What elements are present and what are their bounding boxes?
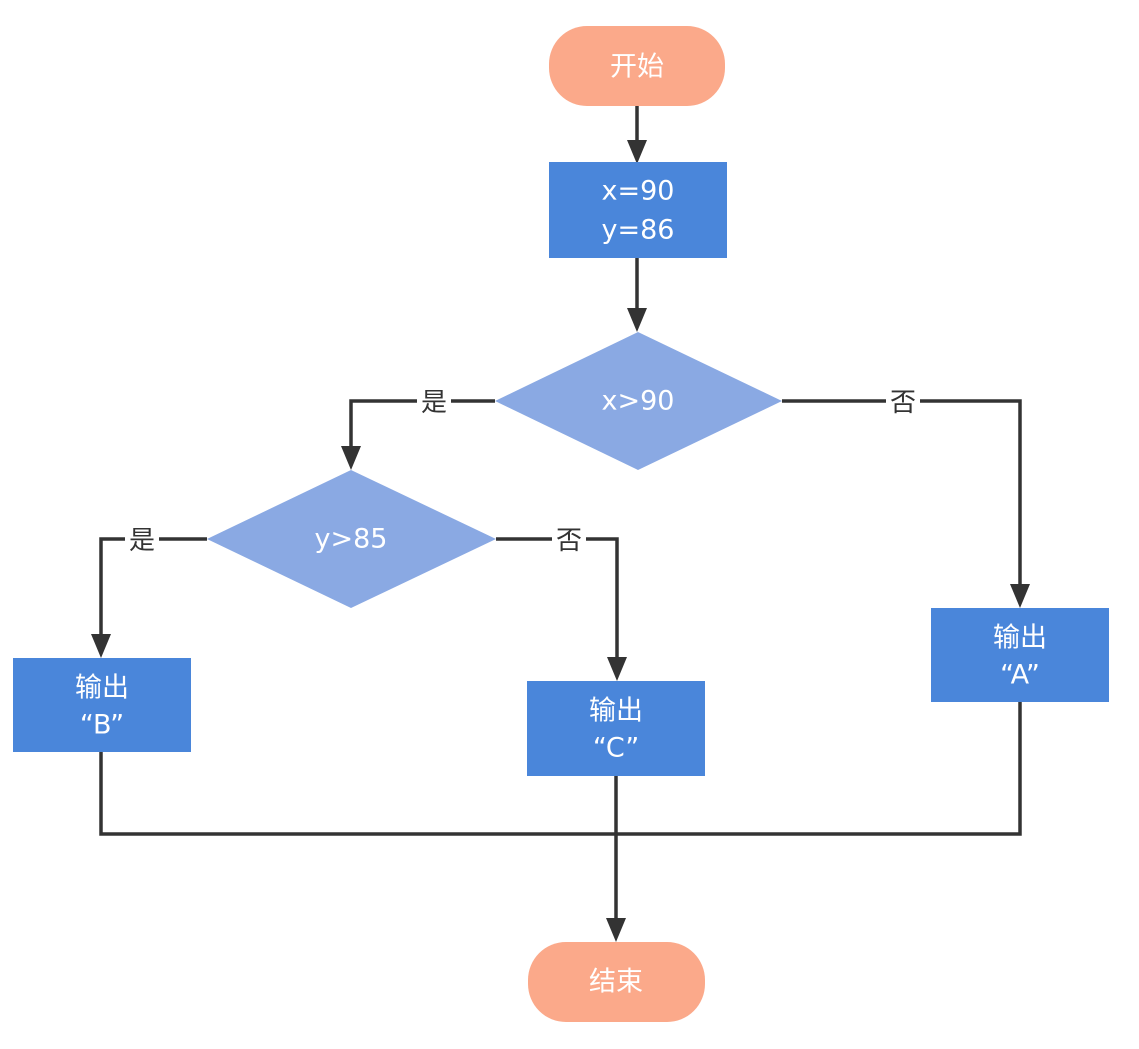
arrowhead-output-b (91, 634, 111, 658)
edge-y-yes (99, 537, 207, 636)
start-node[interactable]: 开始 (549, 26, 725, 106)
arrowhead-output-c (607, 657, 627, 681)
edge-x-no (782, 399, 1022, 586)
assign-node[interactable]: x=90 y=86 (549, 162, 727, 258)
output-c-node[interactable]: 输出 “C” (527, 681, 705, 776)
edge-label-x-no: 否 (890, 388, 916, 418)
output-b-line-2: “B” (80, 710, 124, 741)
output-c-line-2: “C” (593, 733, 639, 764)
edge-label-x-yes: 是 (421, 388, 447, 418)
end-node[interactable]: 结束 (528, 942, 705, 1022)
decision-y-node[interactable]: y>85 (207, 470, 496, 608)
arrowhead-decision-y (341, 446, 361, 470)
edge-y-no (496, 537, 619, 659)
decision-y-label: y>85 (315, 524, 388, 555)
output-b-node[interactable]: 输出 “B” (13, 658, 191, 752)
start-node-label: 开始 (610, 52, 664, 83)
edge-label-y-yes: 是 (129, 526, 155, 556)
assign-node-line-2: y=86 (602, 215, 675, 246)
arrowhead-output-a (1010, 584, 1030, 608)
decision-x-node[interactable]: x>90 (495, 332, 782, 470)
decision-x-label: x>90 (602, 386, 675, 417)
arrowhead-decision-x (627, 308, 647, 332)
arrowhead-end (606, 918, 626, 942)
output-a-line-2: “A” (1000, 660, 1040, 691)
output-a-node[interactable]: 输出 “A” (931, 608, 1109, 702)
output-a-line-1: 输出 (993, 623, 1047, 654)
connectors (91, 106, 1030, 942)
edge-output-b-merge (99, 702, 1022, 836)
assign-node-line-1: x=90 (602, 176, 675, 207)
output-c-line-1: 输出 (589, 696, 643, 727)
output-b-line-1: 输出 (75, 673, 129, 704)
arrowhead-assign (627, 140, 647, 164)
edge-labels: 是 否 是 否 (125, 387, 920, 556)
edge-label-y-no: 否 (556, 526, 582, 556)
end-node-label: 结束 (589, 967, 643, 998)
